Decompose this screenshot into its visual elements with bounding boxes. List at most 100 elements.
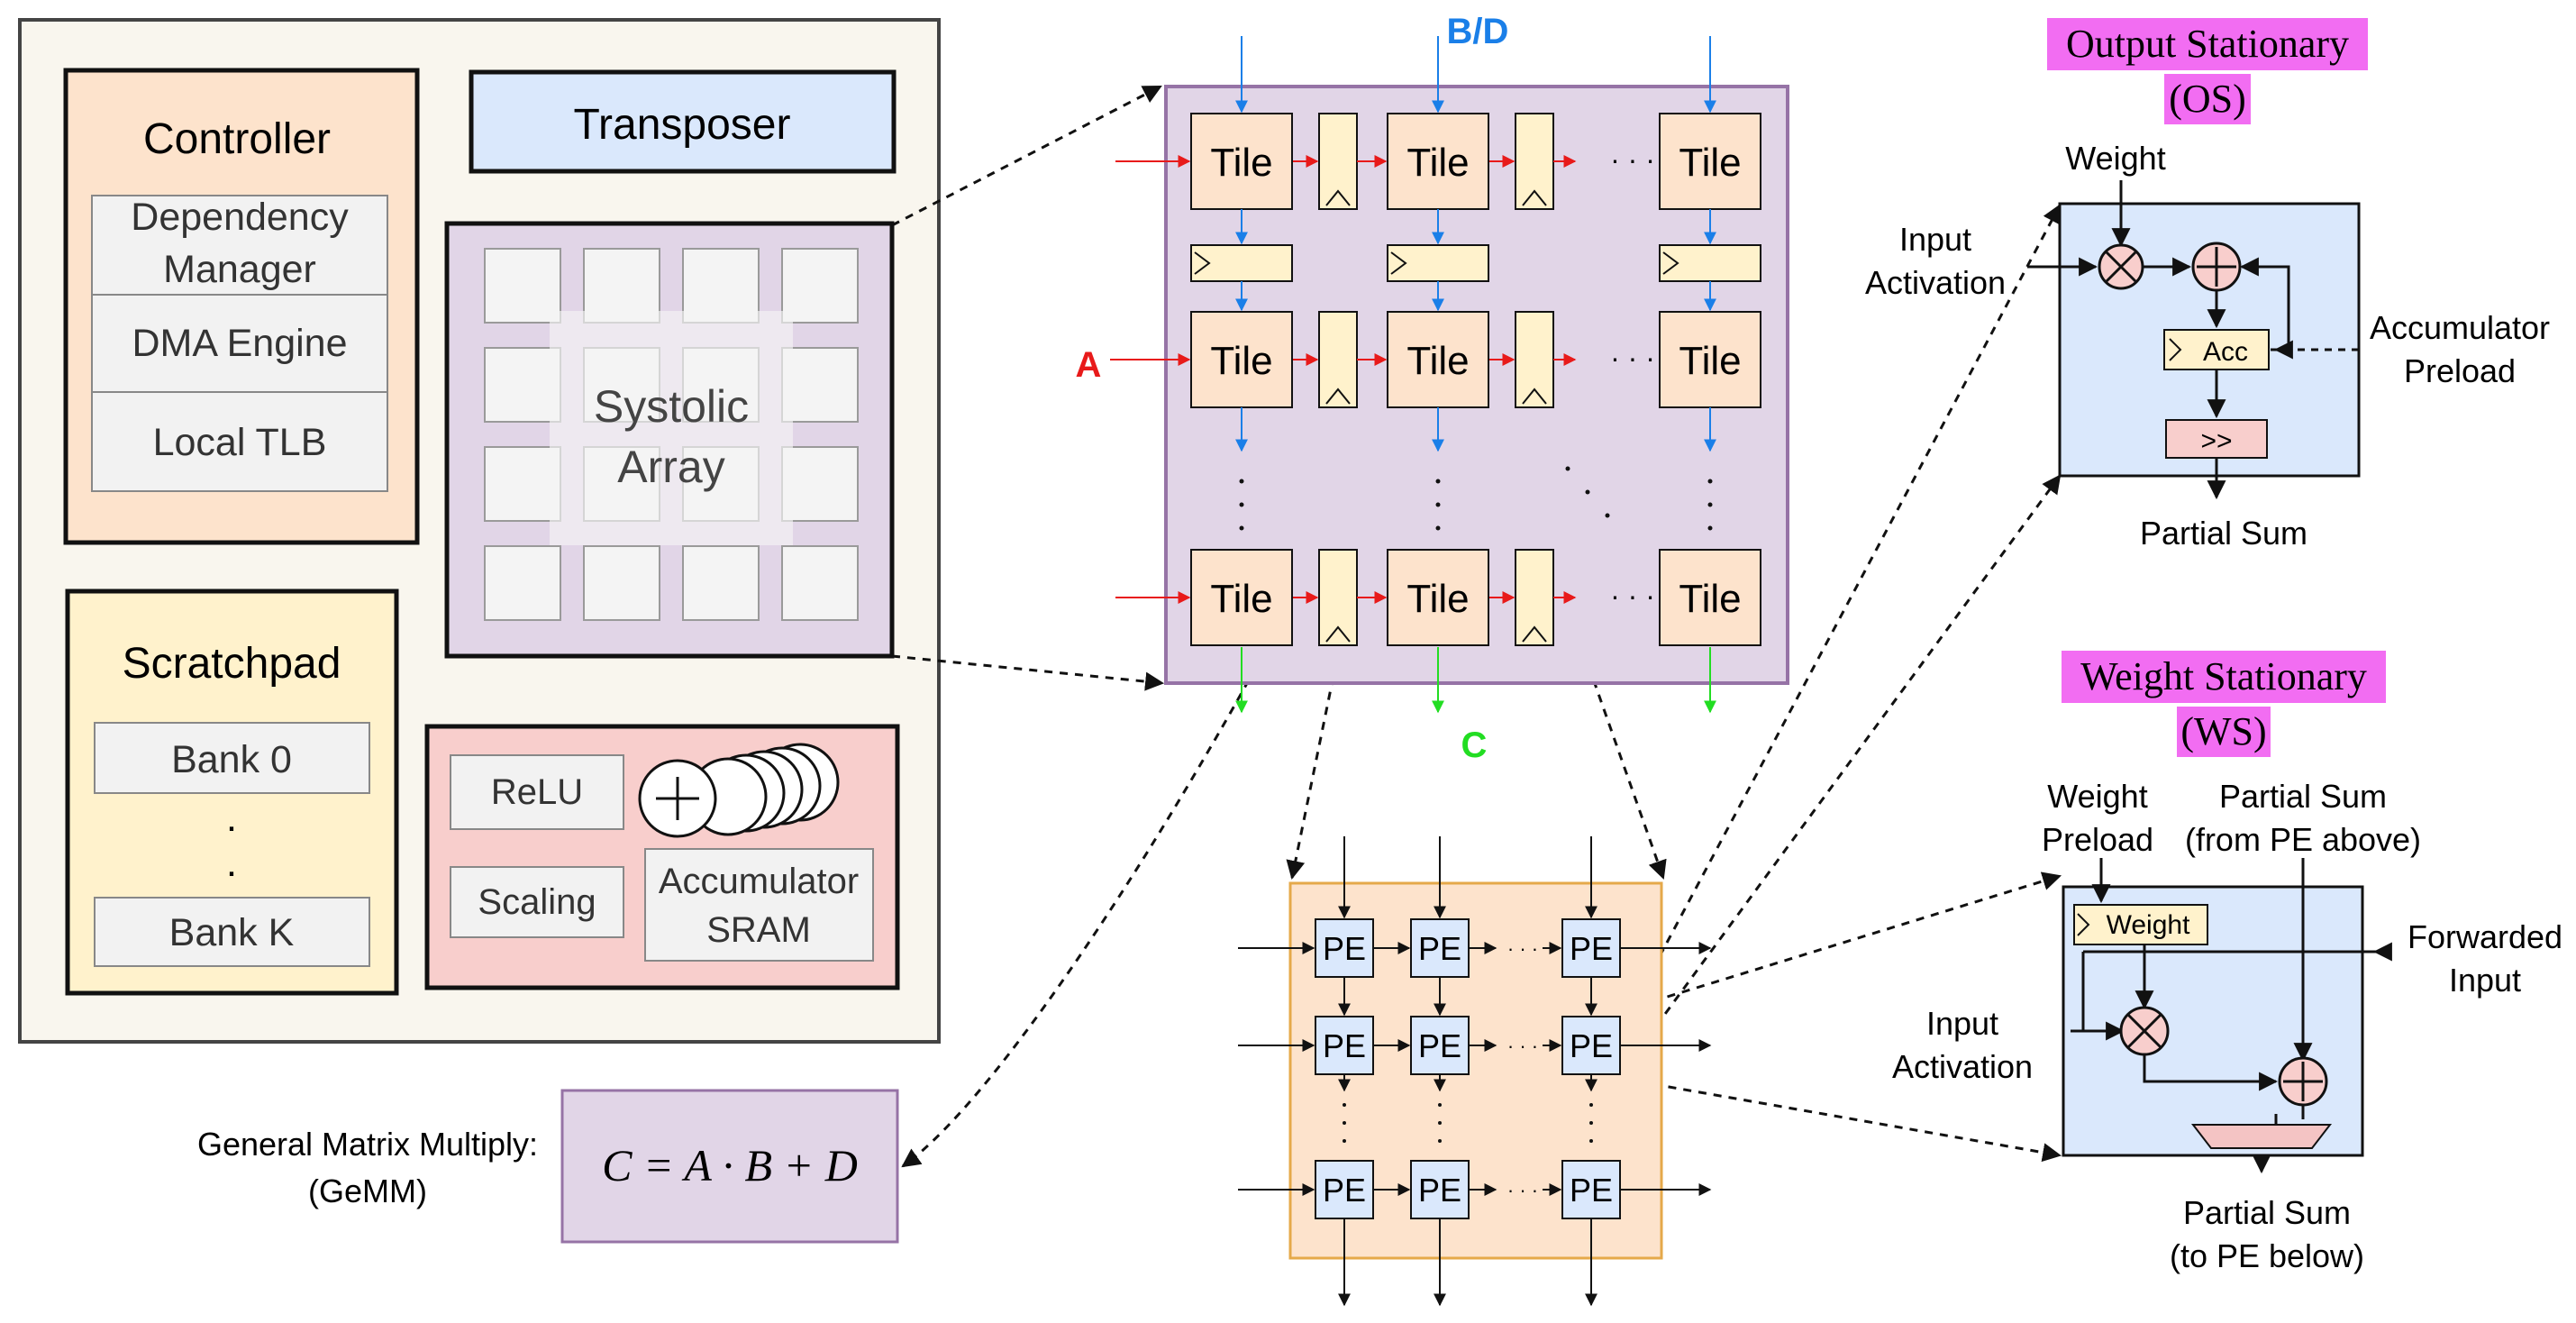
clock-icon: [1194, 251, 1211, 275]
systolic-cell: [781, 347, 859, 423]
clock-icon: [1522, 189, 1547, 206]
systolic-cell: [781, 248, 859, 324]
clock-icon: [1325, 625, 1351, 643]
systolic-cell: [781, 545, 859, 621]
gemm-label-line2: (GeMM): [308, 1172, 427, 1209]
processing-element: [1410, 1016, 1470, 1075]
pipeline-register: [1318, 311, 1358, 408]
tile: [1387, 311, 1489, 408]
tile-row-dots: · · ·: [1610, 143, 1655, 176]
clock-icon: [1390, 251, 1407, 275]
tile: [1190, 549, 1293, 646]
tile-label: Tile: [1406, 577, 1469, 621]
processing-element: [1561, 1160, 1621, 1219]
tile: [1659, 311, 1761, 408]
processing-element: [1410, 918, 1470, 978]
systolic-cell: [682, 248, 760, 324]
ws-input-line1: Input: [1926, 1005, 1998, 1042]
clock-icon: [1325, 189, 1351, 206]
pe-label: PE: [1418, 1172, 1461, 1209]
ws-psum-in-line2: (from PE above): [2185, 821, 2421, 858]
dma-engine-label: DMA Engine: [132, 322, 347, 365]
pe-label: PE: [1570, 1172, 1613, 1209]
tile-label: Tile: [1210, 339, 1272, 383]
pipeline-register: [1318, 113, 1358, 210]
pe-label: PE: [1418, 1027, 1461, 1064]
gemm-block: General Matrix Multiply: (GeMM) C = A · …: [197, 1089, 899, 1244]
transposer-label: Transposer: [574, 101, 791, 149]
tile-label: Tile: [1679, 577, 1741, 621]
pe-col-dot: [1343, 1103, 1346, 1107]
tile-col-dot: [1435, 525, 1441, 531]
pe-col-dot: [1589, 1121, 1593, 1125]
os-out-label: Partial Sum: [2140, 515, 2307, 552]
tile-label: Tile: [1406, 141, 1469, 185]
tile-col-dot: [1707, 502, 1713, 507]
ws-preload-line1: Weight: [2047, 778, 2147, 815]
tile-label: Tile: [1679, 141, 1741, 185]
gemm-equation: C = A · B + D: [602, 1140, 858, 1191]
pipeline-register: [1515, 113, 1554, 210]
systolic-cell: [781, 446, 859, 522]
gemm-label-line1: General Matrix Multiply:: [197, 1126, 538, 1163]
pipeline-register: [1190, 244, 1293, 282]
clock-icon: [1325, 388, 1351, 405]
bank-dot-1: .: [226, 796, 237, 840]
local-tlb-label: Local TLB: [153, 421, 327, 464]
tile-label: Tile: [1210, 577, 1272, 621]
input-top-label: B/D: [1447, 12, 1509, 51]
input-left-label: A: [1076, 345, 1102, 385]
ws-preload-line2: Preload: [2042, 821, 2153, 858]
tile-col-dot: [1239, 502, 1244, 507]
os-shift-label: >>: [2200, 426, 2232, 456]
output-bottom-label: C: [1461, 725, 1488, 765]
tile-row-dots: · · ·: [1610, 342, 1655, 374]
os-preload-line1: Accumulator: [2370, 309, 2550, 346]
systolic-label-line1: Systolic: [594, 381, 749, 432]
pe-row-dots: · · ·: [1507, 1035, 1538, 1057]
systolic-array-block: Systolic Array: [444, 221, 895, 659]
scratchpad-title: Scratchpad: [123, 640, 341, 688]
ws-input-line2: Activation: [1892, 1048, 2033, 1085]
os-shift-block: [2165, 419, 2268, 459]
tile-diag-dot: [1585, 489, 1590, 495]
pe-label: PE: [1570, 1027, 1613, 1064]
soc-block: Controller Dependency Manager DMA Engine…: [18, 18, 941, 1044]
controller-title: Controller: [143, 115, 331, 163]
pipeline-register: [1318, 549, 1358, 646]
systolic-cell: [484, 545, 561, 621]
tile-col-dot: [1707, 525, 1713, 531]
pipeline-register: [1515, 549, 1554, 646]
pipeline-register: [1387, 244, 1489, 282]
ws-weight-register: [2073, 904, 2208, 945]
tile: [1659, 549, 1761, 646]
ws-title-line1: Weight Stationary: [2080, 654, 2367, 698]
pe-label: PE: [1418, 930, 1461, 967]
acc-sram-line1: Accumulator: [659, 862, 859, 901]
os-input-line1: Input: [1899, 221, 1971, 258]
ws-mux: [2190, 1124, 2333, 1149]
pipeline-register: [1515, 311, 1554, 408]
os-weight-label: Weight: [2065, 140, 2165, 177]
pe-label: PE: [1323, 1027, 1366, 1064]
pipeline-register: [1659, 244, 1761, 282]
ws-fwd-line2: Input: [2449, 962, 2521, 999]
systolic-label-line2: Array: [617, 442, 724, 492]
processing-element: [1410, 1160, 1470, 1219]
bank-dot-2: .: [226, 841, 237, 885]
tile-col-dot: [1239, 525, 1244, 531]
adder-stack-icon: [638, 743, 840, 838]
os-preload-line2: Preload: [2404, 352, 2516, 389]
processing-element: [1315, 918, 1374, 978]
tile-label: Tile: [1679, 339, 1741, 383]
tile-label: Tile: [1406, 339, 1469, 383]
ws-weight-reg-label: Weight: [2107, 910, 2190, 940]
tile-col-dot: [1707, 479, 1713, 484]
tile: [1387, 549, 1489, 646]
tile: [1387, 113, 1489, 210]
dependency-manager-line1: Dependency: [131, 196, 349, 239]
os-title-line1: Output Stationary: [2066, 22, 2349, 66]
